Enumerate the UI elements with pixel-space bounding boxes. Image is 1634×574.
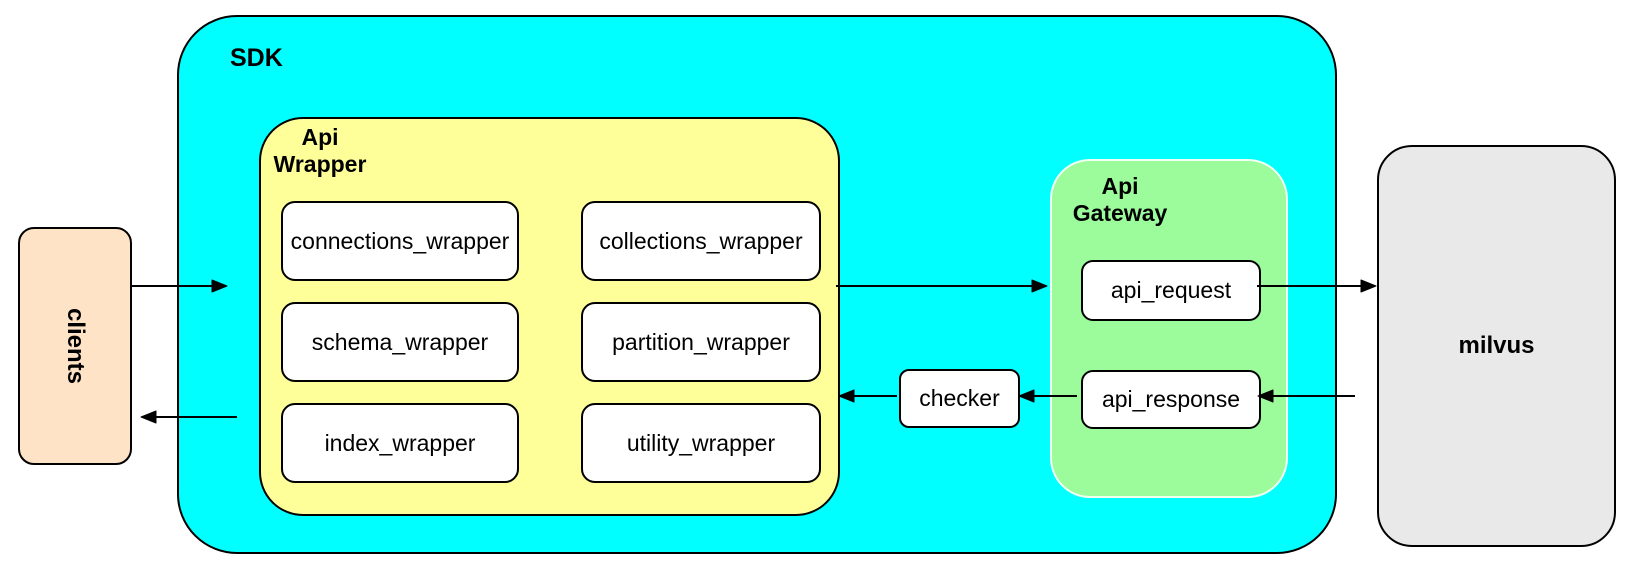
clients-label: clients [62, 307, 89, 385]
sdk-label: SDK [230, 44, 283, 72]
node-api-request: api_request [1081, 260, 1261, 321]
api-gateway-label: Api Gateway [1072, 173, 1168, 226]
schema-wrapper-label: schema_wrapper [311, 328, 489, 355]
node-schema-wrapper: schema_wrapper [281, 302, 519, 382]
node-collections-wrapper: collections_wrapper [581, 201, 821, 281]
api-wrapper-label: Api Wrapper [273, 124, 367, 177]
container-api-wrapper: Api Wrapper connections_wrapper collecti… [259, 117, 840, 516]
container-sdk: SDK Api Wrapper connections_wrapper coll… [177, 15, 1337, 554]
node-api-response: api_response [1081, 370, 1261, 429]
node-index-wrapper: index_wrapper [281, 403, 519, 483]
api-response-label: api_response [1101, 386, 1241, 412]
node-utility-wrapper: utility_wrapper [581, 403, 821, 483]
node-checker: checker [899, 369, 1020, 428]
api-request-label: api_request [1110, 277, 1232, 303]
node-clients: clients [18, 227, 132, 465]
utility-wrapper-label: utility_wrapper [626, 429, 776, 456]
node-connections-wrapper: connections_wrapper [281, 201, 519, 281]
node-partition-wrapper: partition_wrapper [581, 302, 821, 382]
container-api-gateway: Api Gateway api_request api_response [1050, 159, 1288, 498]
node-milvus: milvus [1377, 145, 1616, 547]
checker-label: checker [919, 385, 1000, 411]
index-wrapper-label: index_wrapper [324, 429, 476, 456]
collections-wrapper-label: collections_wrapper [599, 227, 803, 254]
connections-wrapper-label: connections_wrapper [290, 227, 510, 254]
partition-wrapper-label: partition_wrapper [612, 328, 790, 355]
milvus-label: milvus [1458, 332, 1535, 359]
